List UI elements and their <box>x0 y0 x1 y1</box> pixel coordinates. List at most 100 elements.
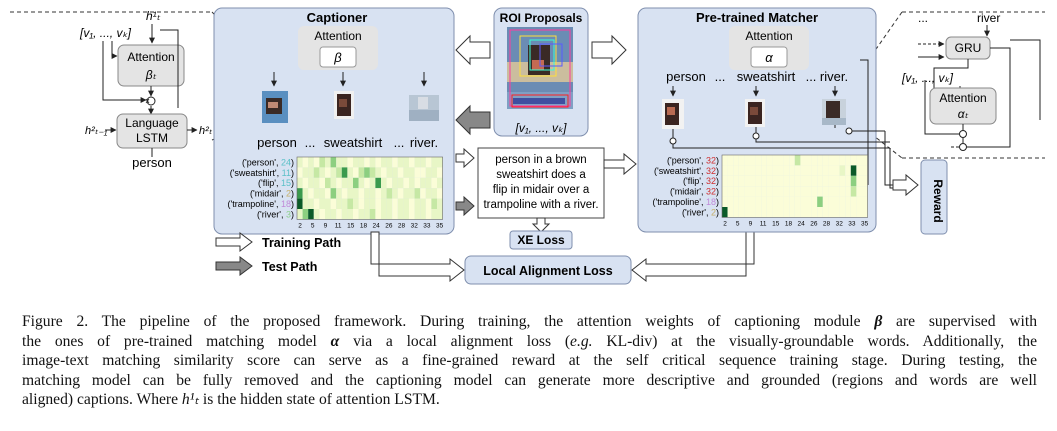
heatmap-cell <box>750 165 756 176</box>
matcher-thumb-sweatshirt <box>745 99 765 127</box>
heatmap-cell <box>772 207 778 218</box>
heatmap-cell <box>783 207 790 218</box>
heatmap-cell <box>364 177 370 189</box>
heatmap-cell <box>386 198 393 209</box>
local-alignment-loss-box <box>464 255 632 285</box>
heatmap-captioner: ('person', 24)('sweatshirt', 11)('flip',… <box>228 156 444 229</box>
matcher-thumb-person <box>662 99 684 129</box>
caption-segment: Figure 2. The pipeline of the proposed f… <box>22 313 875 330</box>
heatmap-cell <box>738 155 745 166</box>
heatmap-cell <box>738 186 745 197</box>
heatmap-cell <box>386 209 393 220</box>
heatmap-cell <box>834 175 840 187</box>
heatmap-cell <box>397 177 404 189</box>
heatmap-cell <box>789 196 795 207</box>
heatmap-cell <box>409 209 415 220</box>
heatmap-cell <box>839 155 846 166</box>
heatmap-cell <box>862 175 868 187</box>
heatmap-row-label: ('person', 24) <box>242 157 294 167</box>
caption-segment: image-text matching similarity score can… <box>22 352 1037 370</box>
heatmap-cell <box>828 186 834 197</box>
heatmap-cell <box>409 157 415 168</box>
svg-text:Attention: Attention <box>745 29 792 43</box>
heatmap-cell <box>297 177 303 189</box>
heatmap-cell <box>806 165 812 176</box>
captioner-title: Captioner <box>307 10 368 25</box>
heatmap-cell <box>381 177 387 189</box>
heatmap-x-tick: 24 <box>798 220 806 227</box>
heatmap-cell <box>744 155 750 166</box>
heatmap-x-tick: 26 <box>810 220 818 227</box>
svg-text:...: ... <box>715 69 726 84</box>
heatmap-cell <box>308 167 314 178</box>
heatmap-cell <box>834 196 840 207</box>
heatmap-cell <box>817 196 823 207</box>
heatmap-cell <box>403 198 409 209</box>
heatmap-cell <box>336 177 342 189</box>
heatmap-cell <box>744 165 750 176</box>
heatmap-cell <box>325 188 331 199</box>
heatmap-cell <box>722 175 728 187</box>
heatmap-cell <box>733 196 739 207</box>
heatmap-cell <box>319 198 325 209</box>
svg-text:river.: river. <box>820 69 848 84</box>
heatmap-x-tick: 11 <box>760 220 767 227</box>
heatmap-cell <box>850 186 857 197</box>
heatmap-x-tick: 2 <box>723 220 727 227</box>
heatmap-x-tick: 32 <box>836 220 844 227</box>
heatmap-cell <box>364 157 370 168</box>
matcher-thumb-river <box>822 99 846 125</box>
heatmap-cell <box>364 167 370 178</box>
heatmap-cell <box>341 209 348 220</box>
heatmap-x-tick: 28 <box>823 220 831 227</box>
caption-segment: is the hidden state of attention LSTM. <box>199 391 440 409</box>
heatmap-cell <box>862 186 868 197</box>
heatmap-cell <box>856 207 862 218</box>
heatmap-cell <box>425 188 432 199</box>
heatmap-cell <box>381 198 387 209</box>
svg-text:...: ... <box>806 69 817 84</box>
heatmap-cell <box>733 165 739 176</box>
heatmap-cell <box>403 188 409 199</box>
heatmap-cell <box>755 207 762 218</box>
caption-line: image-text matching similarity score can… <box>22 351 1037 371</box>
heatmap-cell <box>772 186 778 197</box>
heatmap-cell <box>325 157 331 168</box>
heatmap-cell <box>766 207 773 218</box>
heatmap-cell <box>369 177 376 189</box>
heatmap-row-label: ('midair', 32) <box>670 187 719 197</box>
svg-text:Reward: Reward <box>931 179 945 222</box>
heatmap-cell <box>845 165 851 176</box>
heatmap-cell <box>794 186 801 197</box>
heatmap-cell <box>397 198 404 209</box>
heatmap-cell <box>766 196 773 207</box>
heatmap-cell <box>431 188 437 199</box>
thumbnail-person <box>262 91 288 123</box>
heatmap-cell <box>778 165 784 176</box>
heatmap-cell <box>353 177 359 189</box>
heatmap-cell <box>811 155 818 166</box>
heatmap-cell <box>744 207 750 218</box>
heatmap-cell <box>800 165 806 176</box>
heatmap-cell <box>353 209 359 220</box>
caption-segment: α <box>330 332 340 350</box>
heatmap-cell <box>302 157 309 168</box>
heatmap-cell <box>727 207 734 218</box>
heatmap-cell <box>811 196 818 207</box>
svg-text:...: ... <box>394 135 405 150</box>
heatmap-cell <box>358 198 365 209</box>
heatmap-cell <box>364 198 370 209</box>
heatmap-cell <box>839 165 846 176</box>
heatmap-cell <box>789 175 795 187</box>
heatmap-cell <box>750 186 756 197</box>
heatmap-cell <box>358 209 365 220</box>
heatmap-cell <box>341 167 348 178</box>
svg-text:h²ₜ: h²ₜ <box>199 125 213 137</box>
heatmap-cell <box>828 207 834 218</box>
heatmap-cell <box>817 207 823 218</box>
heatmap-cell <box>755 186 762 197</box>
captioner-word-river: river. <box>410 135 438 150</box>
heatmap-cell <box>414 177 421 189</box>
heatmap-cell <box>297 198 303 209</box>
heatmap-cell <box>817 186 823 197</box>
